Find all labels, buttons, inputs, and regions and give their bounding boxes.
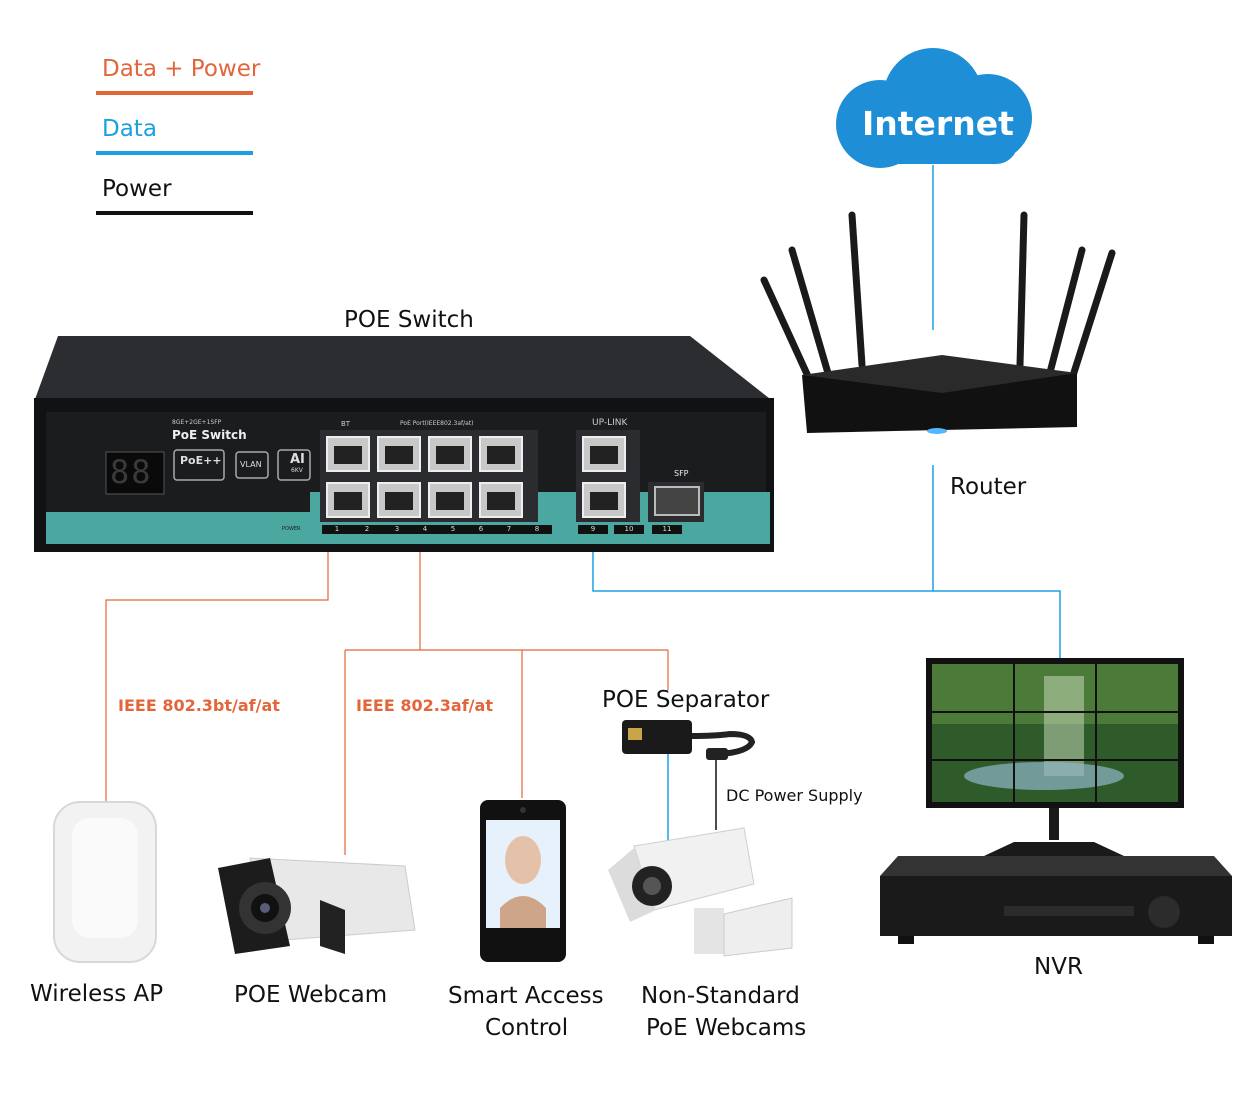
standard-label-left: IEEE 802.3bt/af/at xyxy=(118,696,280,715)
port-number-9: 9 xyxy=(578,525,608,534)
port-number-11: 11 xyxy=(652,525,682,534)
port-number-6: 6 xyxy=(466,525,496,534)
switch-power-label: POWER xyxy=(282,526,301,532)
standard-label-right: IEEE 802.3af/at xyxy=(356,696,493,715)
nvr-label: NVR xyxy=(1034,954,1083,980)
port-number-3: 3 xyxy=(382,525,412,534)
separator-label: POE Separator xyxy=(602,687,770,713)
non-standard-webcam-icon xyxy=(608,827,793,957)
switch-display: 88 xyxy=(110,453,153,491)
port-number-4: 4 xyxy=(410,525,440,534)
smart-access-label-line2: Control xyxy=(485,1015,569,1041)
legend-data-power-line xyxy=(96,91,253,95)
wireless-ap-icon xyxy=(53,801,157,963)
switch-name: PoE Switch xyxy=(172,428,247,442)
poe-port-top-3 xyxy=(428,436,472,472)
legend-data-power-label: Data + Power xyxy=(102,56,261,82)
poe-port-bottom-3 xyxy=(428,482,472,518)
switch-poe-port-label: PoE Port(IEEE802.3af/at) xyxy=(400,420,474,427)
router-icon xyxy=(760,211,1116,434)
legend-data-line xyxy=(96,151,253,155)
switch-bt-label: BT xyxy=(341,420,351,428)
poe-webcam-icon xyxy=(218,857,416,954)
uplink-port-2 xyxy=(582,482,626,518)
poe-webcam-label: POE Webcam xyxy=(234,982,388,1008)
wire-router-nvr xyxy=(933,590,1061,658)
wire-switch-ap xyxy=(105,550,329,803)
port-number-8: 8 xyxy=(522,525,552,534)
badge-ai: AI xyxy=(290,452,305,467)
poe-port-top-1 xyxy=(326,436,370,472)
poe-port-bottom-2 xyxy=(377,482,421,518)
port-number-5: 5 xyxy=(438,525,468,534)
switch-status-label: Status/W xyxy=(118,506,146,513)
wireless-ap-label: Wireless AP xyxy=(30,981,164,1007)
legend-data-label: Data xyxy=(102,116,157,142)
poe-port-bottom-4 xyxy=(479,482,523,518)
badge-ai-sub: 6KV xyxy=(291,467,303,474)
legend-power-line xyxy=(96,211,253,215)
switch-title: POE Switch xyxy=(344,307,474,333)
non-standard-label-line2: PoE Webcams xyxy=(646,1015,807,1041)
port-number-2: 2 xyxy=(352,525,382,534)
port-number-7: 7 xyxy=(494,525,524,534)
monitor-icon xyxy=(926,658,1184,856)
switch-uplink-label: UP-LINK xyxy=(592,418,628,428)
smart-access-icon xyxy=(480,800,566,962)
badge-poe: PoE++ xyxy=(180,454,222,467)
internet-label: Internet xyxy=(862,104,1014,143)
port-number-1: 1 xyxy=(322,525,352,534)
switch-model-line: 8GE+2GE+1SFP xyxy=(172,419,222,426)
wire-router-switch xyxy=(592,465,934,592)
poe-port-top-2 xyxy=(377,436,421,472)
poe-separator-icon xyxy=(622,720,756,760)
sfp-port xyxy=(654,486,700,516)
non-standard-label-line1: Non-Standard xyxy=(641,983,800,1009)
smart-access-label-line1: Smart Access xyxy=(448,983,604,1009)
port-number-10: 10 xyxy=(614,525,644,534)
internet-cloud-icon xyxy=(836,48,1032,168)
dc-power-label: DC Power Supply xyxy=(726,786,863,805)
uplink-port-1 xyxy=(582,436,626,472)
badge-vlan: VLAN xyxy=(240,460,262,469)
router-label: Router xyxy=(950,474,1027,500)
nvr-box-icon xyxy=(880,856,1232,944)
switch-sfp-label: SFP xyxy=(674,469,689,478)
poe-port-bottom-1 xyxy=(326,482,370,518)
legend-power-label: Power xyxy=(102,176,172,202)
poe-port-top-4 xyxy=(479,436,523,472)
